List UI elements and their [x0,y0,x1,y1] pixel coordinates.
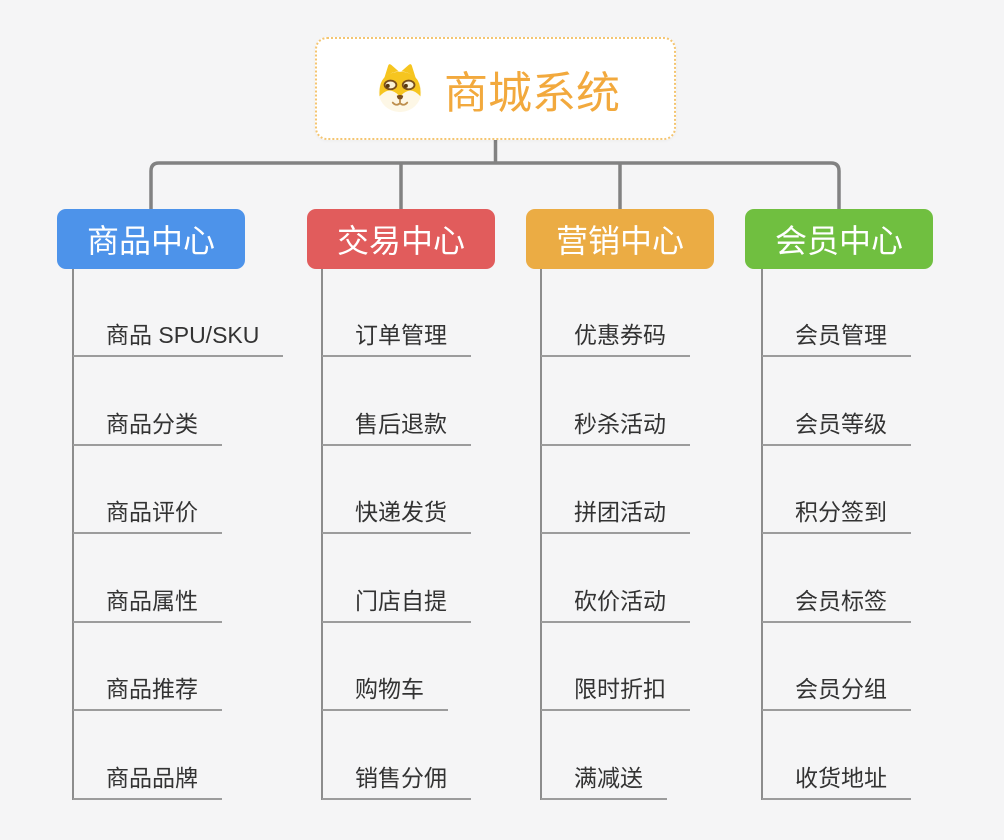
topic-group-buy[interactable]: 拼团活动 [541,497,690,534]
topic-member-level[interactable]: 会员等级 [762,409,911,446]
topic-shopping-cart[interactable]: 购物车 [322,674,448,711]
topic-order-management[interactable]: 订单管理 [322,320,471,357]
branch-trade-center[interactable]: 交易中心 [307,209,495,269]
root-label: 商城系统 [444,68,620,118]
root-node[interactable]: 商城系统 [315,37,676,140]
topic-product-review[interactable]: 商品评价 [73,497,222,534]
topic-bargain-activity[interactable]: 砍价活动 [541,586,690,623]
topic-product-recommend[interactable]: 商品推荐 [73,674,222,711]
topic-product-brand[interactable]: 商品品牌 [73,763,222,800]
topic-limited-time-discount[interactable]: 限时折扣 [541,674,690,711]
topic-store-pickup[interactable]: 门店自提 [322,586,471,623]
topic-coupon-code[interactable]: 优惠券码 [541,320,690,357]
topic-flash-sale[interactable]: 秒杀活动 [541,409,690,446]
topic-points-checkin[interactable]: 积分签到 [762,497,911,534]
branch-rail-line [149,161,841,210]
topic-shipping-address[interactable]: 收货地址 [762,763,911,800]
topic-sales-commission[interactable]: 销售分佣 [322,763,471,800]
topic-product-attribute[interactable]: 商品属性 [73,586,222,623]
branch-product-center[interactable]: 商品中心 [57,209,245,269]
topic-spend-and-save[interactable]: 满减送 [541,763,667,800]
branch-marketing-center[interactable]: 营销中心 [526,209,714,269]
topic-member-tags[interactable]: 会员标签 [762,586,911,623]
branch-member-center[interactable]: 会员中心 [745,209,933,269]
topic-product-spu-sku[interactable]: 商品 SPU/SKU [73,320,284,357]
topic-express-shipping[interactable]: 快递发货 [322,497,471,534]
topic-product-category[interactable]: 商品分类 [73,409,222,446]
topic-member-groups[interactable]: 会员分组 [762,674,911,711]
dog-icon [378,63,422,112]
topic-member-management[interactable]: 会员管理 [762,320,911,357]
topic-aftersale-refund[interactable]: 售后退款 [322,409,471,446]
root-branch-connectors [149,140,841,210]
